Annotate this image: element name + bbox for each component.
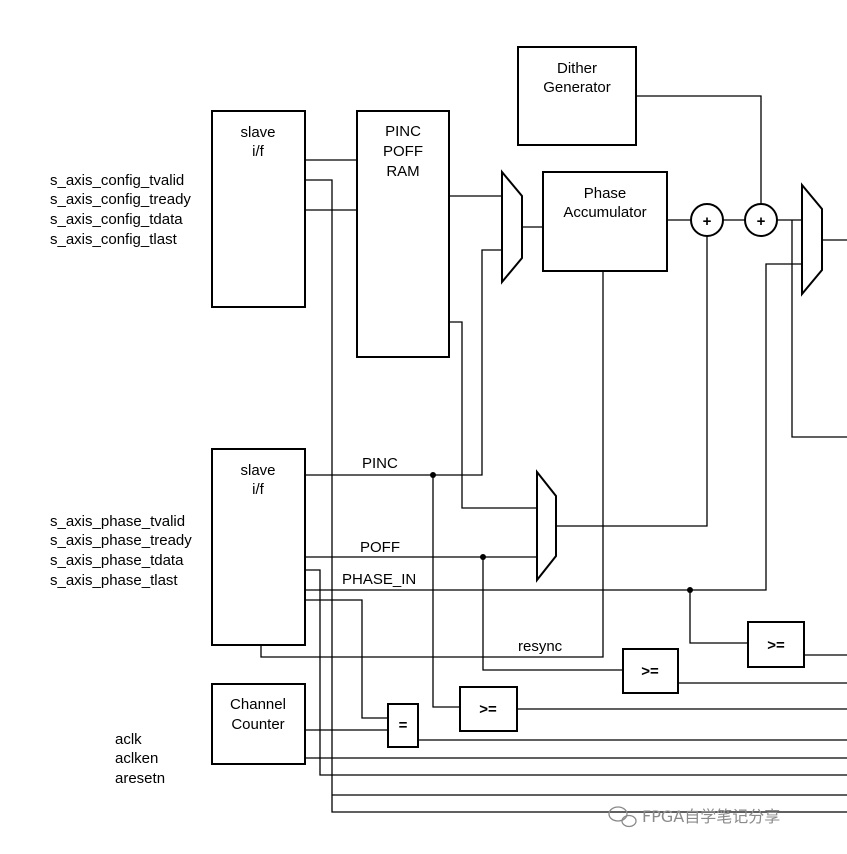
dither-label-1: Dither: [557, 60, 597, 77]
wire-dither-to-adder2: [636, 95, 762, 204]
watermark: FPGA自学笔记分享: [608, 806, 780, 828]
phase-slave-block: slave i/f: [211, 448, 306, 646]
poff-wire-label: POFF: [360, 539, 400, 556]
mux-2: [536, 469, 557, 583]
ram-label-1: PINC: [385, 123, 421, 140]
phase-slave-label-1: slave: [240, 462, 275, 479]
pinc-wire-label: PINC: [362, 455, 398, 472]
dither-label-2: Generator: [543, 79, 611, 96]
comparator-2-label: >=: [641, 663, 659, 680]
comparator-1: >=: [747, 621, 805, 668]
junction-phase-in: [687, 587, 693, 593]
phase-acc-label-2: Accumulator: [563, 204, 646, 221]
resync-wire-label: resync: [518, 638, 563, 655]
ram-label-2: POFF: [383, 143, 423, 160]
clock-signal: aclken: [115, 750, 158, 767]
config-signal: s_axis_config_tdata: [50, 211, 183, 228]
phase-signals: s_axis_phase_tvalid s_axis_phase_tready …: [50, 513, 192, 589]
adder-2-symbol: +: [757, 213, 766, 230]
phase-acc-label-1: Phase: [584, 185, 627, 202]
config-slave-label-1: slave: [240, 124, 275, 141]
channel-counter-label-1: Channel: [230, 696, 286, 713]
mux-3: [801, 182, 823, 297]
wire-phase-in: [305, 263, 802, 591]
wire-phase-slave-bottom: [260, 271, 604, 658]
phase-signal: s_axis_phase_tready: [50, 532, 192, 549]
channel-counter-block: Channel Counter: [211, 683, 306, 765]
adder-1-symbol: +: [703, 213, 712, 230]
junction-poff: [480, 554, 486, 560]
channel-counter-label-2: Counter: [231, 716, 284, 733]
wire-phase-slave-out-2: [305, 569, 847, 776]
wire-pinc-tap: [432, 475, 460, 708]
phase-in-wire-label: PHASE_IN: [342, 571, 416, 588]
phase-slave-label-2: i/f: [252, 481, 265, 498]
phase-signal: s_axis_phase_tvalid: [50, 513, 185, 530]
equality-block: =: [387, 703, 419, 748]
watermark-text: FPGA自学笔记分享: [642, 807, 780, 826]
clock-signals: aclk aclken aresetn: [115, 731, 165, 787]
junctions: [430, 472, 693, 593]
phase-signal: s_axis_phase_tdata: [50, 552, 184, 569]
config-slave-block: slave i/f: [211, 110, 306, 308]
phase-signal: s_axis_phase_tlast: [50, 572, 178, 589]
junction-pinc: [430, 472, 436, 478]
wire-ram-to-mux2: [449, 321, 537, 509]
config-signal: s_axis_config_tready: [50, 191, 191, 208]
adder-1: +: [690, 203, 724, 237]
comparator-1-label: >=: [767, 637, 785, 654]
ram-block: PINC POFF RAM: [356, 110, 450, 358]
wire-pinc: [305, 249, 502, 476]
config-signal: s_axis_config_tvalid: [50, 172, 184, 189]
wire-phase-slave-out-1: [305, 599, 388, 719]
config-signal: s_axis_config_tlast: [50, 231, 178, 248]
wire-mux2-to-adder1: [556, 236, 708, 527]
ram-label-3: RAM: [386, 163, 419, 180]
config-slave-label-2: i/f: [252, 143, 265, 160]
comparator-3-label: >=: [479, 701, 497, 718]
clock-signal: aresetn: [115, 770, 165, 787]
adder-2: +: [744, 203, 778, 237]
wire-config-drop-1: [305, 179, 847, 813]
mux-1: [501, 169, 523, 285]
wires: [260, 95, 847, 813]
wire-mux3-feedback: [791, 220, 847, 438]
wire-phase-in-tap: [689, 590, 748, 644]
phase-accumulator-block: Phase Accumulator: [542, 171, 668, 272]
wechat-icon: [608, 806, 637, 828]
config-signals: s_axis_config_tvalid s_axis_config_tread…: [50, 172, 191, 248]
comparator-2: >=: [622, 648, 679, 694]
clock-signal: aclk: [115, 731, 142, 748]
equality-label: =: [399, 717, 408, 734]
comparator-3: >=: [459, 686, 518, 732]
wire-poff-tap: [482, 557, 623, 671]
dither-generator-block: Dither Generator: [517, 46, 637, 146]
